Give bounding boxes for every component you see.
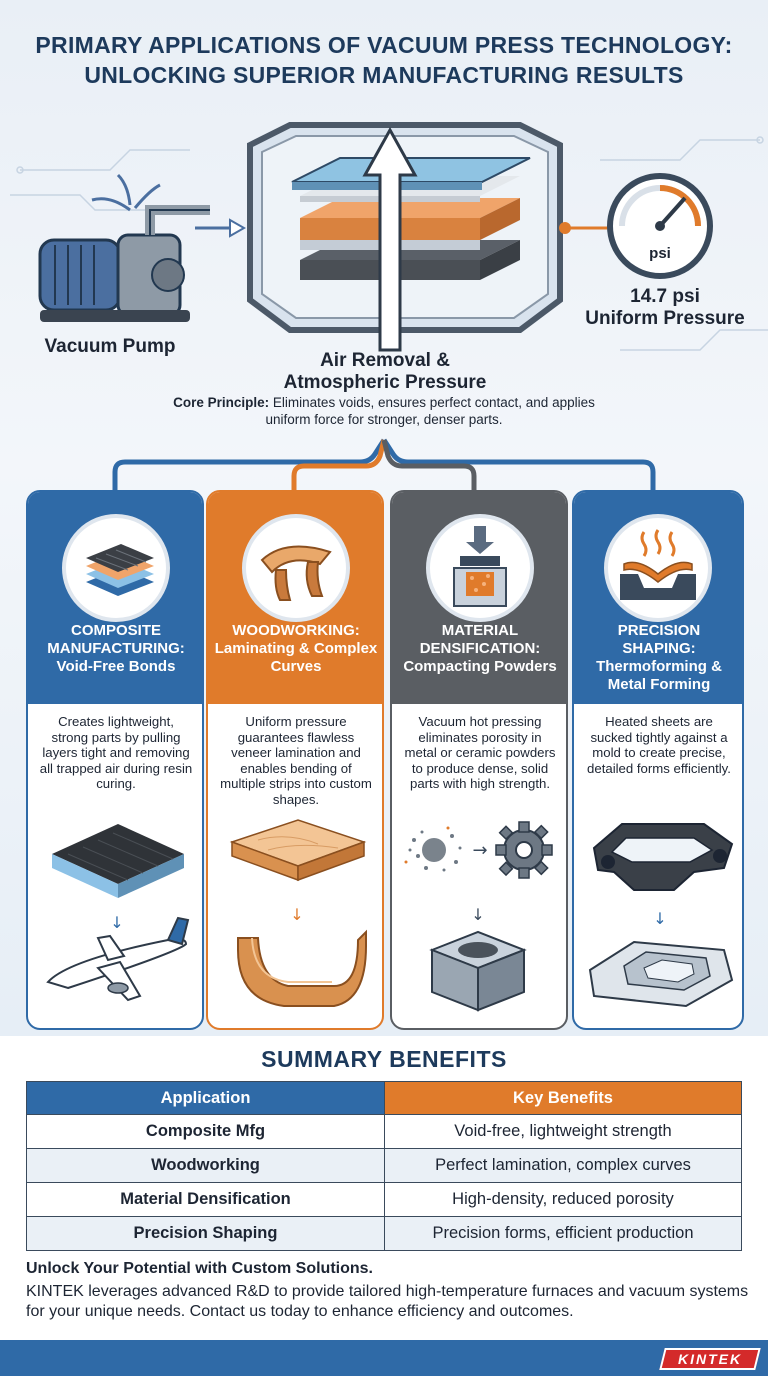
cta-title: Unlock Your Potential with Custom Soluti… <box>26 1260 373 1277</box>
card-icon-circle <box>242 514 350 622</box>
airplane-icon <box>46 916 190 1002</box>
exhaust-arrows-icon <box>91 173 161 212</box>
solid-block-icon <box>429 930 527 1012</box>
footer-bar: KINTEK <box>0 1340 768 1376</box>
press-mold-icon <box>453 526 507 607</box>
right-arrow-icon: → <box>472 840 487 861</box>
cta-body: KINTEK leverages advanced R&D to provide… <box>26 1283 749 1320</box>
down-arrow-icon: ↓ <box>290 905 303 924</box>
title-line-2: UNLOCKING SUPERIOR MANUFACTURING RESULTS <box>84 62 684 88</box>
card-icon-circle <box>604 514 712 622</box>
card-densification: MATERIAL DENSIFICATION: Compacting Powde… <box>390 490 568 1030</box>
thermoform-icon <box>620 529 696 600</box>
layered-composite-icon <box>86 544 154 596</box>
page-title: PRIMARY APPLICATIONS OF VACUUM PRESS TEC… <box>10 30 758 90</box>
cell-benefit: Perfect lamination, complex curves <box>384 1148 742 1183</box>
cell-application: Precision Shaping <box>26 1216 385 1251</box>
core-principle-text: Eliminates voids, ensures perfect contac… <box>265 395 595 427</box>
card-description: Heated sheets are sucked tightly against… <box>587 714 731 776</box>
pressure-value: 14.7 psi <box>630 286 700 307</box>
table-row: Composite Mfg Void-free, lightweight str… <box>26 1114 742 1149</box>
down-arrow-icon: ↓ <box>471 905 484 924</box>
card-title: WOODWORKING: Laminating & Complex Curves <box>214 622 378 676</box>
card-title-line-1: PRECISION SHAPING: <box>617 622 701 657</box>
card-description: Vacuum hot pressing eliminates porosity … <box>404 714 556 791</box>
card-title-line-2: Void-Free Bonds <box>56 658 176 675</box>
down-arrow-icon: ↓ <box>653 909 666 928</box>
card-illustrations: ↓ <box>46 824 190 1002</box>
cell-application: Woodworking <box>26 1148 385 1183</box>
card-precision-shaping: PRECISION SHAPING: Thermoforming & Metal… <box>572 490 744 1030</box>
up-arrow-icon <box>362 126 418 352</box>
air-label-line-2: Atmospheric Pressure <box>283 372 487 393</box>
pressure-readout: 14.7 psi Uniform Pressure <box>570 286 760 330</box>
air-removal-label: Air Removal & Atmospheric Pressure <box>250 350 520 394</box>
cell-application: Material Densification <box>26 1182 385 1217</box>
card-title: COMPOSITE MANUFACTURING: Void-Free Bonds <box>34 622 198 676</box>
table-row: Precision Shaping Precision forms, effic… <box>26 1216 742 1251</box>
carbon-fiber-panel <box>52 824 184 898</box>
gear-icon <box>495 821 553 879</box>
formed-tray-icon <box>588 940 734 1008</box>
cell-benefit: Precision forms, efficient production <box>384 1216 742 1251</box>
card-icon-circle <box>62 514 170 622</box>
powder-particles-icon <box>404 826 462 872</box>
wood-slab-icon <box>229 819 367 882</box>
logo-text: KINTEK <box>677 1351 743 1367</box>
pressure-label: Uniform Pressure <box>585 308 745 329</box>
mold-frame-icon <box>592 823 734 891</box>
card-description: Uniform pressure guarantees flawless ven… <box>220 714 372 807</box>
table-row: Woodworking Perfect lamination, complex … <box>26 1148 742 1183</box>
column-header-benefits: Key Benefits <box>384 1081 742 1115</box>
gauge-unit: psi <box>649 245 671 262</box>
cell-benefit: Void-free, lightweight strength <box>384 1114 742 1149</box>
card-title: PRECISION SHAPING: Thermoforming & Metal… <box>580 622 738 694</box>
card-composite: COMPOSITE MANUFACTURING: Void-Free Bonds… <box>26 490 204 1030</box>
card-title-line-1: WOODWORKING: <box>232 622 360 639</box>
column-header-application: Application <box>26 1081 385 1115</box>
connector-lines <box>112 438 656 492</box>
card-woodworking: WOODWORKING: Laminating & Complex Curves… <box>206 490 384 1030</box>
pressure-gauge-icon <box>607 173 713 279</box>
circuit-lines <box>10 136 768 351</box>
card-illustrations: → ↓ <box>404 821 553 1012</box>
vacuum-pump-icon <box>38 205 210 322</box>
curved-wood-icon <box>260 545 332 601</box>
card-title-line-2: Thermoforming & Metal Forming <box>596 658 722 693</box>
table-header-row: Application Key Benefits <box>26 1081 742 1115</box>
card-title-line-2: Compacting Powders <box>403 658 557 675</box>
cell-benefit: High-density, reduced porosity <box>384 1182 742 1217</box>
cell-application: Composite Mfg <box>26 1114 385 1149</box>
card-title-line-2: Laminating & Complex Curves <box>214 640 378 675</box>
kintek-logo[interactable]: KINTEK <box>659 1348 761 1370</box>
card-title: MATERIAL DENSIFICATION: Compacting Powde… <box>398 622 562 676</box>
card-description: Creates lightweight, strong parts by pul… <box>39 714 193 791</box>
card-illustrations: ↓ <box>588 823 734 1008</box>
core-principle-label: Core Principle: <box>173 395 270 410</box>
bent-wood-icon <box>237 929 367 1007</box>
card-title-line-1: MATERIAL DENSIFICATION: <box>419 622 541 657</box>
vacuum-pump-label: Vacuum Pump <box>44 336 176 357</box>
vacuum-press-illustration: psi <box>10 122 768 352</box>
summary-table: Application Key Benefits Composite Mfg V… <box>26 1081 742 1251</box>
card-illustrations: ↓ <box>229 819 367 1007</box>
core-principle: Core Principle: Eliminates voids, ensure… <box>150 394 618 428</box>
down-arrow-icon: ↓ <box>110 913 123 932</box>
card-title-line-1: COMPOSITE MANUFACTURING: <box>47 622 185 657</box>
air-label-line-1: Air Removal & <box>320 350 450 371</box>
table-row: Material Densification High-density, red… <box>26 1182 742 1217</box>
summary-title: SUMMARY BENEFITS <box>261 1046 507 1072</box>
card-icon-circle <box>426 514 534 622</box>
title-line-1: PRIMARY APPLICATIONS OF VACUUM PRESS TEC… <box>35 32 733 58</box>
